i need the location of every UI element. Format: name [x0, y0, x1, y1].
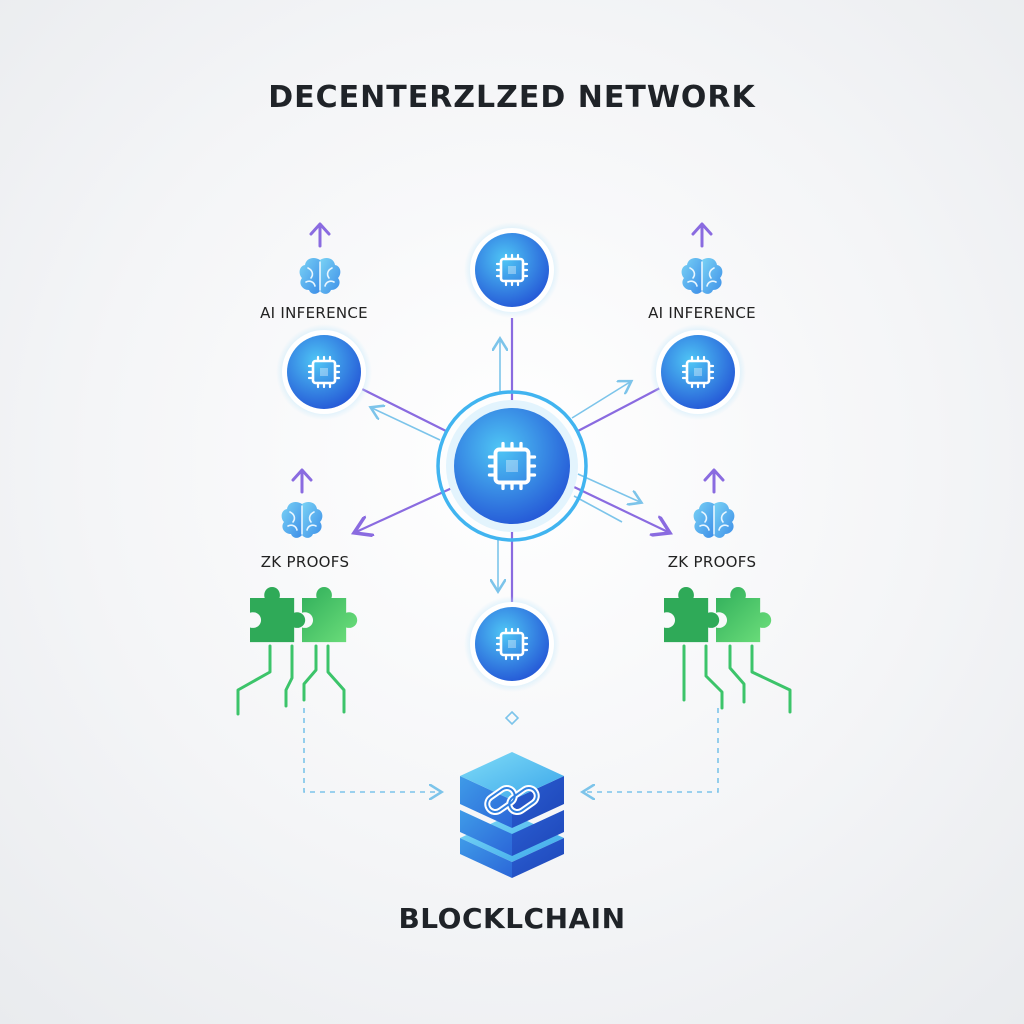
- central-node: [436, 390, 588, 542]
- ai-inference-left-group: [298, 222, 342, 295]
- connections: [356, 318, 668, 604]
- circuit-traces-left: [236, 644, 346, 716]
- ai-inference-right-group: [680, 222, 724, 295]
- zk-proofs-left-group: [280, 468, 324, 539]
- blockchain-stack-icon: [460, 752, 564, 878]
- blockchain-label: BLOCKLCHAIN: [398, 902, 626, 935]
- brain-icon: [280, 501, 324, 539]
- up-arrow-icon: [291, 468, 313, 494]
- zk-proofs-label-left: ZK PROOFS: [260, 553, 350, 571]
- cpu-chip-icon: [307, 355, 341, 389]
- ai-inference-label-left: AI INFERENCE: [260, 304, 368, 322]
- node-top: [464, 222, 560, 318]
- circuit-traces-right: [682, 644, 792, 714]
- cpu-chip-icon: [681, 355, 715, 389]
- node-right: [650, 324, 746, 420]
- brain-icon: [298, 257, 342, 295]
- zk-proofs-label-right: ZK PROOFS: [667, 553, 757, 571]
- cpu-chip-icon: [487, 441, 537, 491]
- brain-icon: [692, 501, 736, 539]
- diagram-title: DECENTERZLZED NETWORK: [268, 80, 756, 115]
- zk-proofs-right-group: [692, 468, 736, 539]
- node-left: [276, 324, 372, 420]
- up-arrow-icon: [691, 222, 713, 248]
- up-arrow-icon: [309, 222, 331, 248]
- puzzle-icon: [664, 586, 772, 643]
- brain-icon: [680, 257, 724, 295]
- cpu-chip-icon: [495, 627, 529, 661]
- cpu-chip-icon: [495, 253, 529, 287]
- node-bottom: [464, 596, 560, 692]
- blockchain-links: [303, 708, 719, 792]
- up-arrow-icon: [703, 468, 725, 494]
- ai-inference-label-right: AI INFERENCE: [648, 304, 756, 322]
- puzzle-icon: [250, 586, 358, 643]
